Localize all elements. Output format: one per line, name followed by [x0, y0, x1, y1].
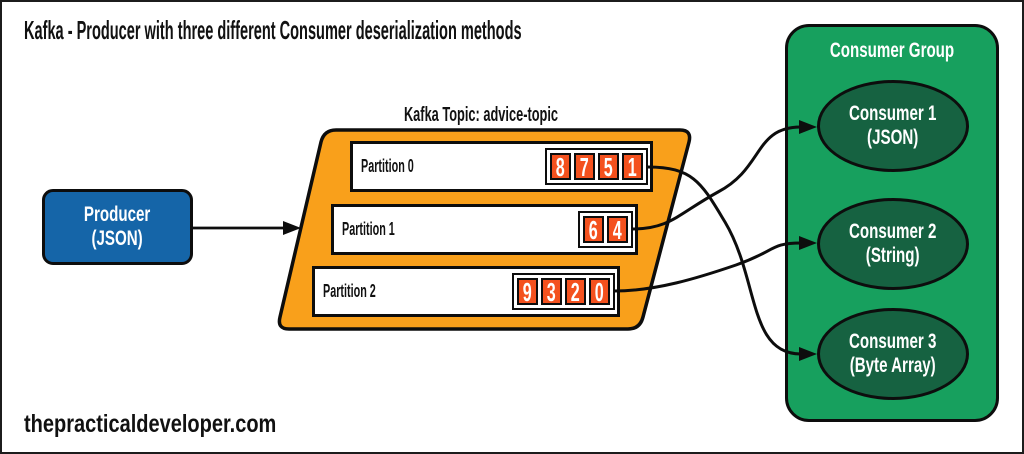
consumer-3-format: (Byte Array) — [850, 354, 936, 377]
message-cell: 0 — [589, 278, 610, 305]
message-cell: 8 — [550, 153, 571, 180]
consumer-group-title: Consumer Group — [829, 39, 955, 62]
partition-row-1: Partition 1 6 4 — [331, 204, 638, 255]
message-value: 0 — [595, 276, 604, 307]
message-cell: 4 — [607, 216, 628, 243]
message-cell: 5 — [598, 153, 619, 180]
consumer-node-1: Consumer 1 (JSON) — [817, 80, 969, 172]
message-cell: 3 — [541, 278, 562, 305]
message-value: 8 — [556, 151, 565, 182]
partition-1-label: Partition 1 — [342, 219, 395, 239]
watermark: thepracticaldeveloper.com — [24, 410, 277, 438]
message-cell: 9 — [517, 278, 538, 305]
message-value: 7 — [580, 151, 589, 182]
consumer-3-text: Consumer 3 (Byte Array) — [849, 330, 936, 377]
partition-row-2: Partition 2 9 3 2 0 — [312, 266, 620, 317]
producer-format: (JSON) — [91, 227, 144, 250]
message-value: 6 — [589, 214, 598, 245]
consumer-node-2: Consumer 2 (String) — [817, 198, 969, 290]
message-value: 2 — [571, 276, 580, 307]
partition-row-0: Partition 0 8 7 5 1 — [350, 141, 653, 192]
partition-1-message-queue: 6 4 — [578, 211, 633, 248]
partition-2-message-queue: 9 3 2 0 — [512, 273, 615, 310]
message-value: 1 — [628, 151, 637, 182]
message-cell: 2 — [565, 278, 586, 305]
arrow-partition0-to-consumer3 — [647, 165, 817, 361]
producer-text: Producer (JSON) — [84, 203, 150, 250]
consumer-1-label: Consumer 1 — [849, 102, 937, 126]
consumer-group-panel: Consumer Group Consumer 1 (JSON) Consume… — [785, 24, 999, 422]
consumer-1-text: Consumer 1 (JSON) — [849, 102, 936, 149]
partition-0-label: Partition 0 — [361, 156, 414, 176]
producer-node: Producer (JSON) — [42, 189, 193, 265]
message-value: 5 — [604, 151, 613, 182]
message-cell: 1 — [622, 153, 643, 180]
consumer-1-format: (JSON) — [867, 126, 919, 149]
message-cell: 6 — [583, 216, 604, 243]
message-cell: 7 — [574, 153, 595, 180]
topic-title: Kafka Topic: advice-topic — [403, 104, 559, 126]
producer-label: Producer — [84, 203, 151, 227]
message-value: 9 — [523, 276, 532, 307]
arrow-partition1-to-consumer1 — [631, 120, 817, 231]
message-value: 4 — [613, 214, 622, 245]
consumer-2-label: Consumer 2 — [849, 220, 937, 244]
consumer-3-label: Consumer 3 — [849, 330, 937, 354]
message-value: 3 — [547, 276, 556, 307]
partition-2-label: Partition 2 — [323, 281, 376, 301]
arrow-partition2-to-consumer2 — [613, 236, 817, 293]
consumer-2-format: (String) — [866, 244, 920, 267]
consumer-node-3: Consumer 3 (Byte Array) — [817, 308, 969, 400]
consumer-2-text: Consumer 2 (String) — [849, 220, 936, 267]
diagram-title: Kafka - Producer with three different Co… — [24, 15, 522, 45]
partition-0-message-queue: 8 7 5 1 — [545, 148, 648, 185]
